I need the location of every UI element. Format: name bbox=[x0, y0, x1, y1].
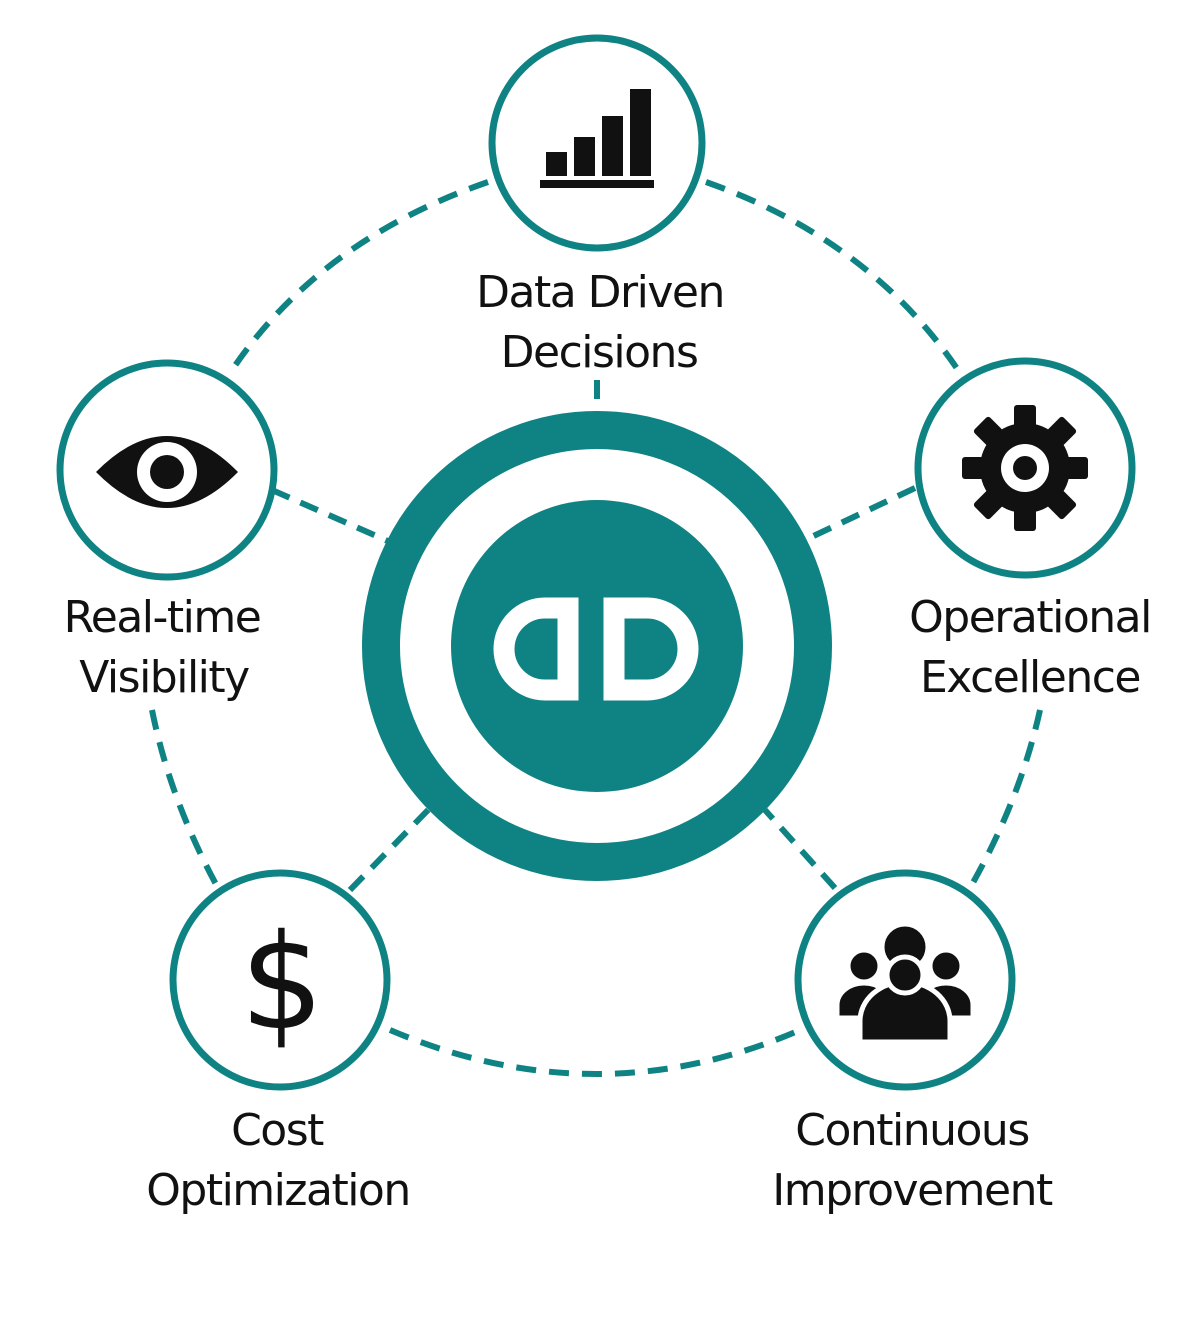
bar-chart-icon bbox=[540, 89, 654, 188]
node-circle bbox=[488, 34, 706, 252]
spoke-right bbox=[803, 485, 917, 543]
center-outer-ring bbox=[362, 411, 832, 881]
center-inner-disc bbox=[451, 500, 743, 792]
node-label-line1: Real-time bbox=[64, 592, 261, 643]
node-label-line2: Improvement bbox=[772, 1165, 1053, 1216]
node-cost-optimization: $ Cost Optimization bbox=[146, 869, 411, 1216]
ring-arc-top-left bbox=[229, 179, 489, 372]
spoke-bottom-right bbox=[762, 807, 838, 891]
eye-icon bbox=[96, 436, 238, 508]
ring-arc-bottom bbox=[388, 1027, 802, 1077]
spokes bbox=[270, 380, 917, 893]
center-hub bbox=[362, 411, 832, 881]
gear-icon bbox=[962, 405, 1088, 531]
node-label-line2: Excellence bbox=[920, 652, 1140, 703]
node-label-line2: Optimization bbox=[146, 1165, 409, 1216]
dollar-sign-icon: $ bbox=[240, 906, 324, 1060]
node-label-line1: Operational bbox=[909, 592, 1151, 643]
node-circle bbox=[169, 869, 391, 1091]
spoke-bottom-left bbox=[347, 805, 433, 893]
node-label-line2: Decisions bbox=[501, 327, 698, 378]
node-label-line2: Visibility bbox=[79, 652, 249, 703]
node-continuous-improvement: Continuous Improvement bbox=[772, 869, 1054, 1216]
ring-arc-left bbox=[149, 709, 221, 890]
node-label-line1: Cost bbox=[231, 1105, 324, 1156]
ring-arc-right bbox=[967, 709, 1043, 890]
outer-ring bbox=[149, 179, 1043, 1077]
node-data-driven-decisions: Data Driven Decisions bbox=[476, 34, 725, 378]
node-operational-excellence: Operational Excellence bbox=[909, 357, 1152, 703]
node-label-line1: Data Driven bbox=[476, 267, 724, 318]
node-real-time-visibility: Real-time Visibility bbox=[56, 359, 278, 703]
ring-arc-top-right bbox=[704, 179, 961, 372]
people-group-icon bbox=[834, 921, 976, 1045]
spoke-left bbox=[270, 487, 392, 545]
node-label-line1: Continuous bbox=[795, 1105, 1029, 1156]
dd-monogram-logo-icon bbox=[493, 597, 699, 701]
